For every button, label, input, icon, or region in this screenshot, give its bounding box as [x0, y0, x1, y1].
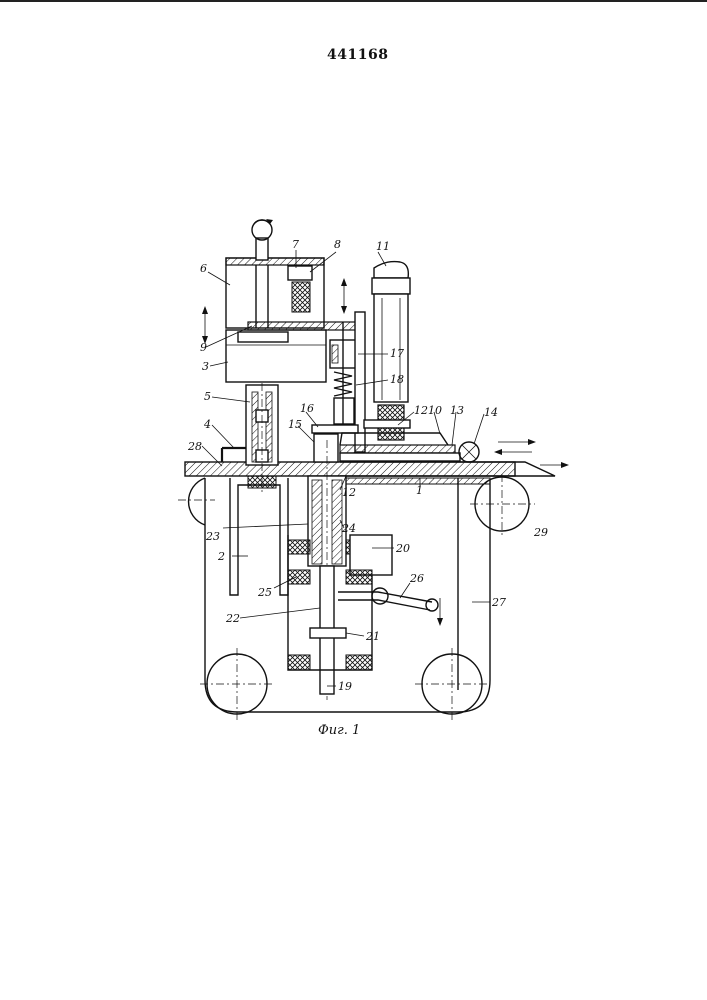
label-28: 28: [187, 440, 202, 453]
label-24: 24: [341, 522, 356, 535]
lower-roller-right: [415, 648, 490, 720]
label-20: 20: [395, 542, 410, 555]
housing-2: [230, 478, 288, 595]
part-16: [312, 425, 358, 433]
label-14: 14: [484, 406, 498, 419]
label-16: 16: [300, 402, 314, 415]
label-7: 7: [292, 238, 299, 251]
roller-left: [178, 478, 215, 525]
center-spindle: [308, 440, 346, 700]
conveyor-plate-1: [185, 462, 555, 484]
label-21: 21: [365, 630, 380, 643]
label-17: 17: [390, 347, 404, 360]
label-8: 8: [334, 238, 341, 251]
label-13: 13: [450, 404, 464, 417]
vertical-motion-arrow-left: [202, 306, 208, 344]
lever-26: [338, 588, 443, 626]
figure-caption: Фиг. 1: [318, 723, 360, 738]
label-1: 1: [416, 484, 423, 497]
element-14: [459, 442, 479, 462]
label-5: 5: [204, 390, 211, 403]
label-4: 4: [203, 418, 211, 431]
block-12-upper: [364, 405, 410, 440]
label-3: 3: [202, 360, 209, 373]
label-26: 26: [409, 572, 424, 585]
belt-frame-27: [205, 478, 490, 712]
label-22: 22: [225, 612, 240, 625]
label-6: 6: [200, 262, 207, 275]
label-23: 23: [205, 530, 220, 543]
label-10: 10: [428, 404, 442, 417]
vertical-motion-arrow-right: [341, 278, 347, 314]
part-15: [314, 434, 338, 462]
rotation-handle: [252, 219, 273, 260]
label-18: 18: [390, 373, 404, 386]
label-25: 25: [257, 586, 272, 599]
label-29: 29: [533, 526, 548, 539]
label-15: 15: [288, 418, 302, 431]
label-12-lower: 12: [342, 486, 356, 499]
label-2: 2: [217, 550, 225, 563]
label-11: 11: [376, 240, 390, 253]
label-9: 9: [200, 341, 207, 354]
label-27: 27: [491, 596, 506, 609]
label-19: 19: [338, 680, 352, 693]
lower-roller-left: [200, 648, 275, 720]
label-12-upper: 12: [414, 404, 428, 417]
